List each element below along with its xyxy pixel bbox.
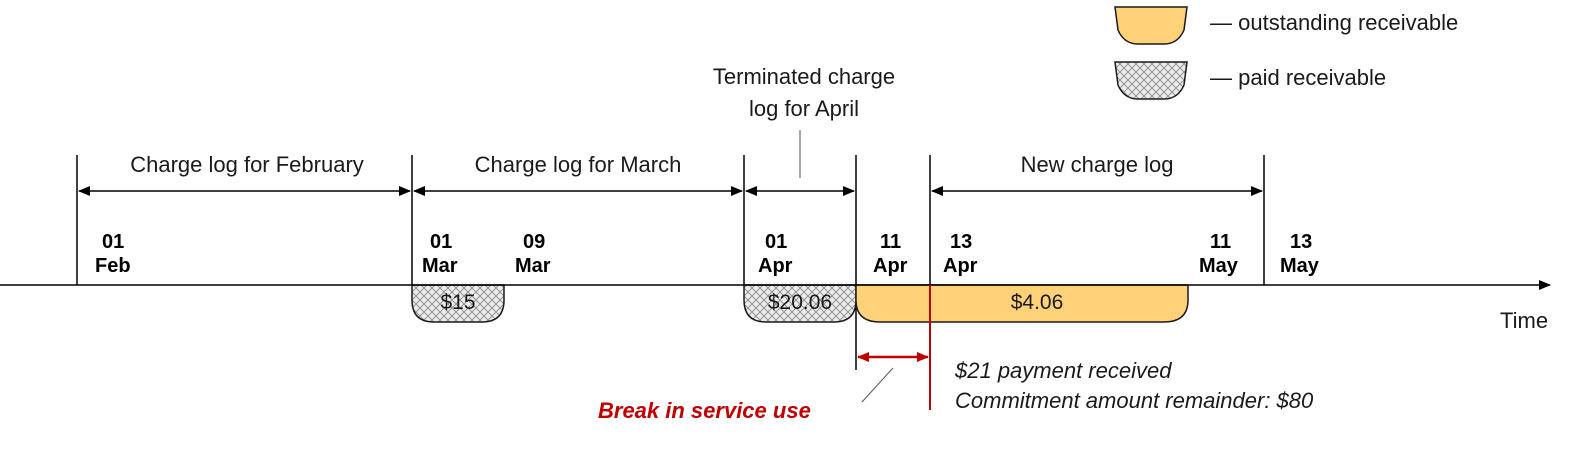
period-label-terminated-line2: log for April <box>749 96 859 121</box>
outstanding-amount: $4.06 <box>1011 291 1064 314</box>
date-01-feb-month: Feb <box>95 255 131 277</box>
legend-paid-swatch <box>1114 61 1188 100</box>
legend-paid-label: — paid receivable <box>1210 65 1386 90</box>
date-13-apr-month: Apr <box>943 255 978 277</box>
date-01-apr-month: Apr <box>758 255 793 277</box>
march-paid-receivable <box>411 284 505 323</box>
date-11-may-day: 11 <box>1210 231 1231 253</box>
date-13-may-month: May <box>1280 255 1320 277</box>
period-label-february: Charge log for February <box>130 152 364 177</box>
date-09-mar-month: Mar <box>515 255 551 277</box>
break-in-service-label: Break in service use <box>598 398 811 423</box>
period-label-march: Charge log for March <box>475 152 682 177</box>
break-leader-line <box>861 367 894 403</box>
date-01-apr-day: 01 <box>765 231 787 253</box>
date-09-mar-day: 09 <box>523 231 545 253</box>
legend-outstanding-swatch <box>1114 6 1188 45</box>
date-01-feb-day: 01 <box>102 231 124 253</box>
date-11-apr-day: 11 <box>880 231 901 253</box>
payment-note-line1: $21 payment received <box>954 358 1172 383</box>
time-axis-label: Time <box>1500 308 1548 333</box>
boundary-markers <box>76 155 1265 370</box>
outstanding-receivable <box>855 284 1189 323</box>
date-labels: 01 Feb 01 Mar 09 Mar 01 Apr 11 Apr 13 Ap… <box>95 231 1320 277</box>
payment-note-line2: Commitment amount remainder: $80 <box>955 388 1314 413</box>
april-paid-amount: $20.06 <box>768 291 832 314</box>
date-01-mar-month: Mar <box>422 255 458 277</box>
date-13-apr-day: 13 <box>950 231 972 253</box>
legend: — outstanding receivable — paid receivab… <box>1114 6 1458 100</box>
date-11-may-month: May <box>1199 255 1239 277</box>
date-01-mar-day: 01 <box>430 231 452 253</box>
date-13-may-day: 13 <box>1290 231 1312 253</box>
march-paid-amount: $15 <box>440 291 475 314</box>
legend-outstanding-label: — outstanding receivable <box>1210 10 1458 35</box>
period-label-terminated-line1: Terminated charge <box>713 64 895 89</box>
date-11-apr-month: Apr <box>873 255 908 277</box>
period-label-new: New charge log <box>1021 152 1174 177</box>
